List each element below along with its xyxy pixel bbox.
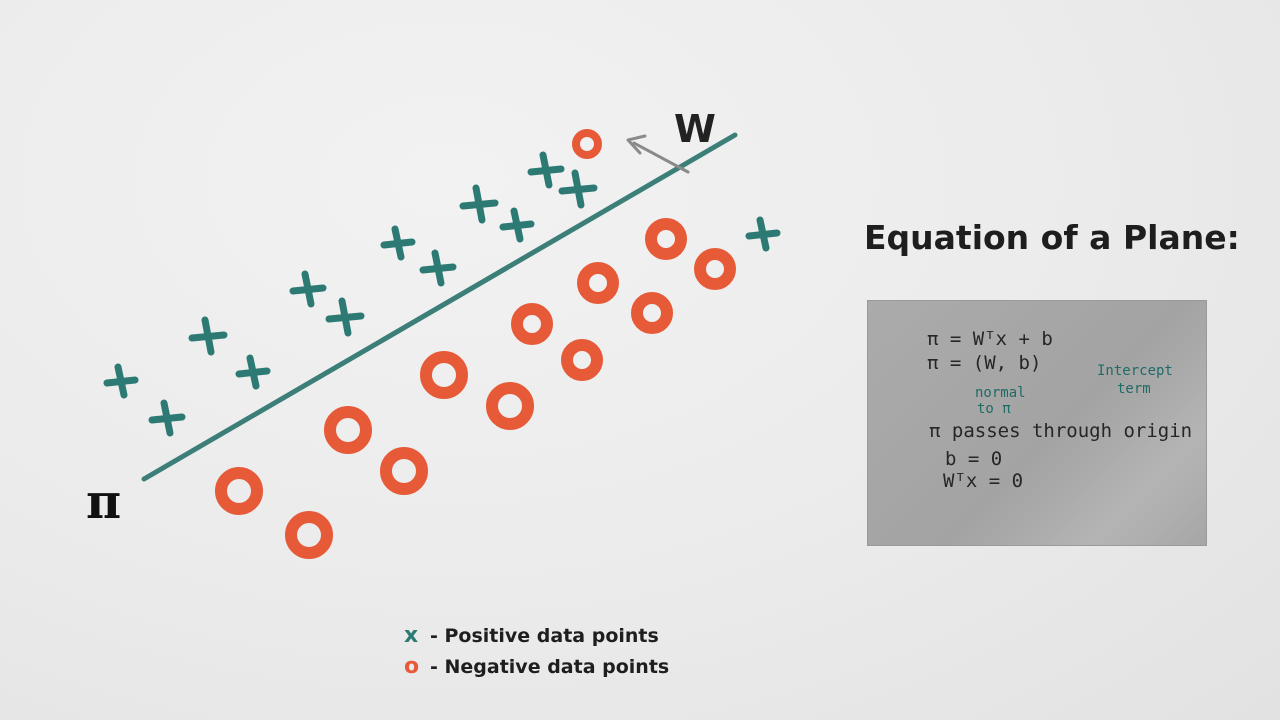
normal-vector-label: W <box>674 107 716 151</box>
equation-line-4: b = 0 <box>945 448 1003 470</box>
positive-data-point <box>380 225 416 261</box>
negative-data-point <box>486 382 534 430</box>
legend-positive-label: - Positive data points <box>430 624 659 647</box>
normal-vector-arrow <box>626 134 690 174</box>
to-pi-note: to π <box>977 401 1011 417</box>
positive-data-point <box>103 363 139 399</box>
points-layer <box>103 129 781 559</box>
plane-layer <box>141 132 738 482</box>
negative-data-point <box>631 292 673 334</box>
separating-plane-line <box>141 132 738 482</box>
negative-data-point <box>572 129 602 159</box>
negative-data-point <box>420 351 468 399</box>
positive-data-point <box>499 207 535 243</box>
negative-data-point <box>285 511 333 559</box>
legend-item-negative: o - Negative data points <box>404 651 669 682</box>
equation-line-1: π = Wᵀx + b <box>927 328 1053 350</box>
negative-marker-icon: o <box>404 654 420 679</box>
legend-item-positive: x - Positive data points <box>404 620 669 651</box>
negative-data-point <box>380 447 428 495</box>
negative-data-point <box>577 262 619 304</box>
negative-data-point <box>215 467 263 515</box>
positive-data-point <box>289 270 327 308</box>
positive-data-point <box>148 399 186 437</box>
negative-data-point <box>511 303 553 345</box>
positive-data-point <box>745 216 781 252</box>
negative-data-point <box>645 218 687 260</box>
normal-note: normal <box>975 385 1026 401</box>
equation-line-2: π = (W, b) <box>927 352 1042 374</box>
positive-data-point <box>325 297 365 337</box>
legend: x - Positive data points o - Negative da… <box>404 620 669 682</box>
term-note: term <box>1117 381 1151 397</box>
positive-data-point <box>527 151 565 189</box>
equation-line-5: Wᵀx = 0 <box>943 470 1024 492</box>
negative-data-point <box>324 406 372 454</box>
negative-data-point <box>561 339 603 381</box>
positive-data-point <box>419 249 457 287</box>
positive-data-point <box>459 184 499 224</box>
positive-data-point <box>558 169 598 209</box>
intercept-note: Intercept <box>1097 363 1173 379</box>
positive-data-point <box>188 316 228 356</box>
plane-label: π <box>86 474 122 530</box>
positive-data-point <box>235 354 271 390</box>
equation-line-3: π passes through origin <box>929 420 1193 442</box>
equation-title: Equation of a Plane: <box>864 218 1240 257</box>
legend-negative-label: - Negative data points <box>430 655 670 678</box>
negative-data-point <box>694 248 736 290</box>
positive-marker-icon: x <box>404 623 419 648</box>
equation-whiteboard: π = Wᵀx + b π = (W, b) Intercept term no… <box>867 300 1207 546</box>
